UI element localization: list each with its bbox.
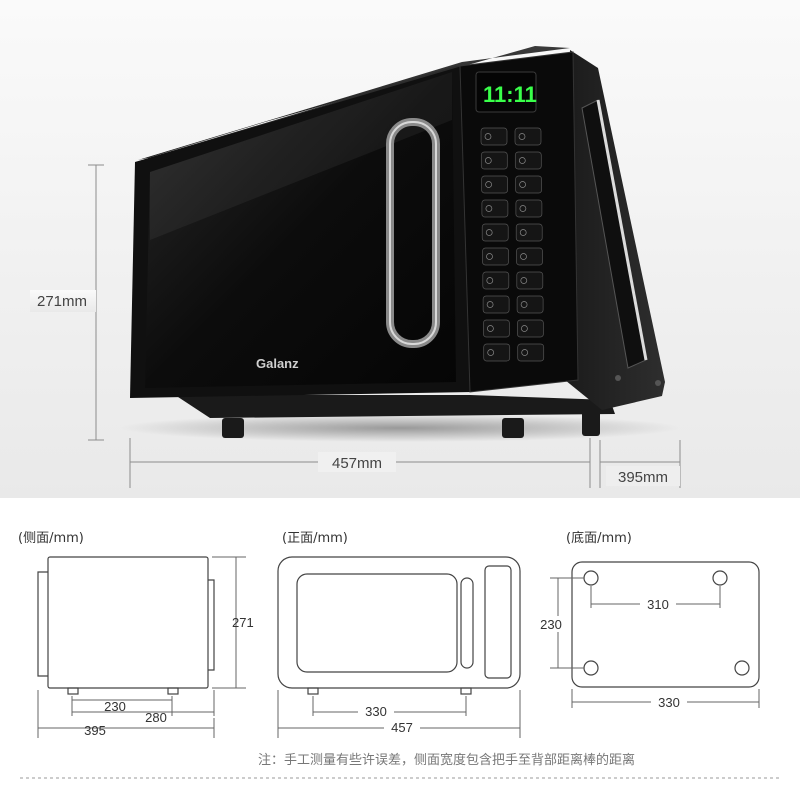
- panel-button: [516, 247, 543, 266]
- floor-shadow: [120, 414, 680, 442]
- panel-button: [481, 175, 508, 194]
- front-body-outline: [277, 556, 521, 689]
- side-body-outline: [47, 556, 209, 689]
- side-overall-depth-label: 395: [84, 723, 106, 738]
- control-buttons: [480, 127, 545, 362]
- panel-button-icon: [485, 229, 493, 236]
- side-foot-span-label: 230: [104, 699, 126, 714]
- front-handle-outline: [460, 577, 474, 669]
- panel-button-icon: [487, 349, 495, 356]
- panel-button-icon: [484, 133, 492, 140]
- panel-button: [482, 295, 510, 314]
- panel-button: [516, 295, 544, 314]
- panel-button-icon: [520, 301, 528, 308]
- panel-button-icon: [518, 157, 526, 164]
- panel-button: [517, 319, 544, 338]
- bottom-view-diagram: (底面/mm) 310 230 330: [534, 530, 760, 710]
- panel-button: [515, 199, 543, 218]
- panel-button: [483, 343, 511, 362]
- panel-button-icon: [486, 301, 494, 308]
- side-inner-depth-label: 280: [145, 710, 167, 725]
- product-photo: Galanz 11:11 271mm 457mm 395mm: [0, 0, 800, 498]
- panel-button-icon: [521, 325, 528, 332]
- front-door-window: [296, 573, 458, 673]
- front-foot-span-label: 330: [365, 704, 387, 719]
- front-overall-width-label: 457: [391, 720, 413, 735]
- front-view-diagram: (正面/mm) 330 457: [277, 531, 521, 738]
- panel-button-icon: [519, 181, 526, 188]
- bottom-top-span-label: 310: [647, 597, 669, 612]
- panel-button: [480, 151, 508, 170]
- panel-button: [481, 199, 509, 218]
- side-handle-outline: [37, 571, 48, 677]
- side-view-diagram: (侧面/mm) 271 230 280 395: [18, 531, 254, 738]
- photo-depth-label: 395mm: [618, 469, 668, 486]
- panel-button-icon: [486, 277, 494, 284]
- bottom-foot-bottom-left: [583, 660, 599, 676]
- bottom-depth-label: 230: [540, 617, 562, 632]
- panel-button: [514, 151, 542, 170]
- bottom-foot-bottom-right: [734, 660, 750, 676]
- led-clock: 11:11: [483, 82, 537, 107]
- photo-height-label: 271mm: [37, 293, 87, 310]
- panel-button-icon: [518, 133, 526, 140]
- front-view-title: (正面/mm): [282, 531, 348, 546]
- photo-width-label: 457mm: [332, 455, 382, 472]
- panel-button: [514, 127, 542, 146]
- panel-button: [516, 271, 544, 290]
- microwave-base: [175, 395, 615, 418]
- front-foot-right: [460, 687, 472, 695]
- side-view-title: (侧面/mm): [18, 531, 84, 546]
- microwave-door: [145, 72, 456, 388]
- side-foot-right: [167, 687, 179, 695]
- panel-button: [481, 223, 509, 242]
- panel-button: [483, 319, 510, 338]
- panel-button-icon: [519, 205, 527, 212]
- foot-front-left: [222, 418, 244, 438]
- front-foot-left: [307, 687, 319, 695]
- panel-button-icon: [485, 205, 493, 212]
- panel-button-icon: [486, 253, 493, 260]
- side-height-label: 271: [232, 615, 254, 630]
- foot-back-right: [582, 408, 600, 436]
- side-back-bar: [208, 579, 215, 671]
- panel-button-icon: [520, 277, 528, 284]
- panel-button-icon: [519, 229, 527, 236]
- panel-button: [480, 127, 508, 146]
- panel-button: [482, 271, 510, 290]
- front-control-panel-outline: [484, 565, 512, 679]
- panel-button: [482, 247, 509, 266]
- panel-button: [515, 175, 542, 194]
- bottom-body-outline: [571, 561, 760, 688]
- bottom-foot-top-left: [583, 570, 599, 586]
- led-display: [475, 71, 537, 113]
- measurement-note: 注：手工测量有些许误差，侧面宽度包含把手至背部距离棒的距离: [258, 752, 635, 768]
- side-dimension-lines: [37, 556, 246, 738]
- panel-button-icon: [484, 157, 492, 164]
- brand-logo: Galanz: [256, 356, 299, 371]
- side-foot-left: [67, 687, 79, 695]
- panel-button-icon: [520, 253, 527, 260]
- bottom-bottom-span-label: 330: [658, 695, 680, 710]
- panel-button-icon: [521, 349, 529, 356]
- panel-button-icon: [487, 325, 494, 332]
- panel-button-icon: [485, 181, 492, 188]
- panel-button: [517, 343, 545, 362]
- bottom-foot-top-right: [712, 570, 728, 586]
- foot-front-right: [502, 418, 524, 438]
- bottom-view-title: (底面/mm): [566, 530, 632, 546]
- panel-button: [515, 223, 543, 242]
